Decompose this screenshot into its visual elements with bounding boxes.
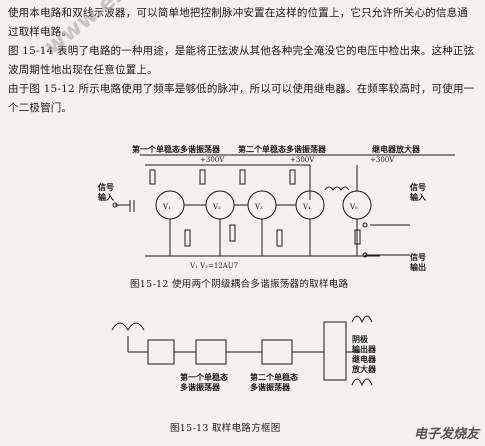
paragraph-2: 图 15-14 表明了电路的一种用途，是能将正弦波从其他各种完全淹没它的电压中检… xyxy=(8,45,475,76)
output-wave-icon-2 xyxy=(351,378,373,387)
tube-v1-label: V₁ xyxy=(162,203,171,211)
tube-v4-label: V₄ xyxy=(302,203,311,211)
second-osc-block-label-2: 多谐振荡器 xyxy=(250,382,291,392)
output-wave-icon xyxy=(351,315,373,324)
relay-label-2: 放大器 xyxy=(351,364,377,374)
signal-in-left-2: 输入 xyxy=(98,192,114,202)
second-osc-block-label-1: 第二个单稳态 xyxy=(250,372,298,382)
figure2-caption: 图15-13 取样电路方框图 xyxy=(170,423,281,434)
corner-logo: 电子发烧友 xyxy=(413,427,479,442)
signal-out-1: 信号 xyxy=(410,252,426,262)
first-osc-block-label-1: 第一个单稳态 xyxy=(180,372,228,382)
relay-amp-label: 继电器放大器 xyxy=(372,144,421,154)
input-wave-icon xyxy=(111,322,145,332)
second-osc-block xyxy=(261,339,293,365)
supply-b: +300V xyxy=(290,156,315,164)
signal-in-right-1: 信号 xyxy=(410,182,426,192)
cathode-label-2: 输出器 xyxy=(352,344,377,354)
signal-out-2: 输出 xyxy=(410,262,426,272)
tube-v2-label: V₂ xyxy=(212,203,221,211)
supply-c: +300V xyxy=(370,156,395,164)
cathode-label-1: 阴极 xyxy=(352,334,368,344)
figure1-caption: 图15-12 使用两个阴级耦合多谐振荡器的取样电路 xyxy=(130,279,349,290)
output-block xyxy=(323,321,347,381)
supply-a: +300V xyxy=(200,156,225,164)
first-osc-block-label-2: 多谐振荡器 xyxy=(180,382,221,392)
signal-in-right-2: 输入 xyxy=(410,192,426,202)
relay-label-1: 继电器 xyxy=(352,354,377,364)
first-osc-block xyxy=(195,339,227,365)
tube-v5-label: V₅ xyxy=(349,203,358,211)
paragraph-3: 由于图 15-12 所示电路使用了频率是够低的脉冲，所以可以使用继电器。在频率较… xyxy=(8,83,475,114)
diff-block xyxy=(147,339,175,365)
second-osc-label: 第二个单稳态多谐振荡器 xyxy=(238,144,327,154)
tube-v3-label: V₃ xyxy=(254,203,263,211)
signal-in-left-1: 信号 xyxy=(98,182,114,192)
paragraph-1: 使用本电路和双线示波器，可以简单地把控制脉冲安置在这样的位置上，它只允许所关心的… xyxy=(8,7,469,38)
first-osc-label: 第一个单稳态多谐振荡器 xyxy=(132,144,221,154)
tube-type-label: V₁ V₂=12AU7 xyxy=(189,262,238,270)
